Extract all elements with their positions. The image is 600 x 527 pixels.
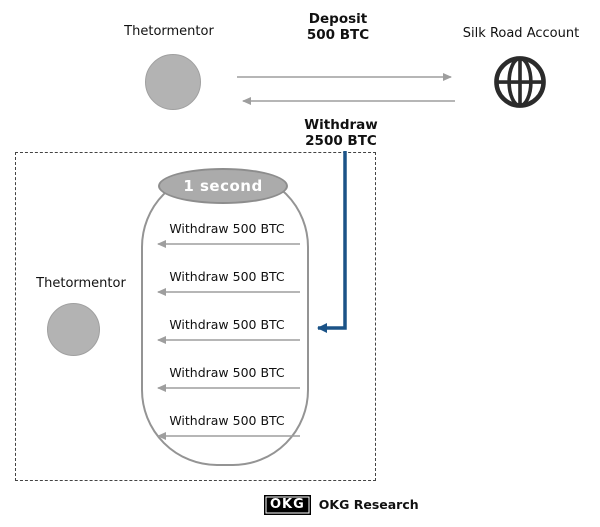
- withdrawal-row: Withdraw 500 BTC: [169, 221, 285, 236]
- deposit-label: Deposit 500 BTC: [307, 11, 369, 43]
- deposit-title: Deposit: [308, 11, 368, 27]
- okg-logo: OKG: [264, 495, 311, 515]
- withdrawal-row: Withdraw 500 BTC: [169, 413, 285, 428]
- deposit-amount: 500 BTC: [306, 27, 370, 44]
- footer: OKG OKG Research: [264, 495, 419, 515]
- withdraw-amount: 2500 BTC: [305, 133, 377, 150]
- withdraw-title: Withdraw: [304, 117, 378, 133]
- withdrawal-row: Withdraw 500 BTC: [169, 317, 285, 332]
- sender-label: Thetormentor: [124, 24, 214, 39]
- withdraw-label: Withdraw 2500 BTC: [304, 117, 378, 149]
- globe-icon: [491, 53, 549, 111]
- sender-avatar: [145, 54, 201, 110]
- batch-capsule: [141, 171, 309, 466]
- batch-receiver-avatar: [47, 303, 100, 356]
- withdrawal-row: Withdraw 500 BTC: [169, 269, 285, 284]
- batch-receiver-label: Thetormentor: [36, 276, 126, 291]
- batch-box: [15, 152, 376, 481]
- receiver-label: Silk Road Account: [462, 26, 580, 41]
- withdrawal-row: Withdraw 500 BTC: [169, 365, 285, 380]
- globe-icon-svg: [494, 56, 546, 108]
- credit-text: OKG Research: [318, 497, 419, 513]
- timer-ellipse: 1 second: [158, 168, 288, 204]
- timer-label: 1 second: [183, 177, 263, 195]
